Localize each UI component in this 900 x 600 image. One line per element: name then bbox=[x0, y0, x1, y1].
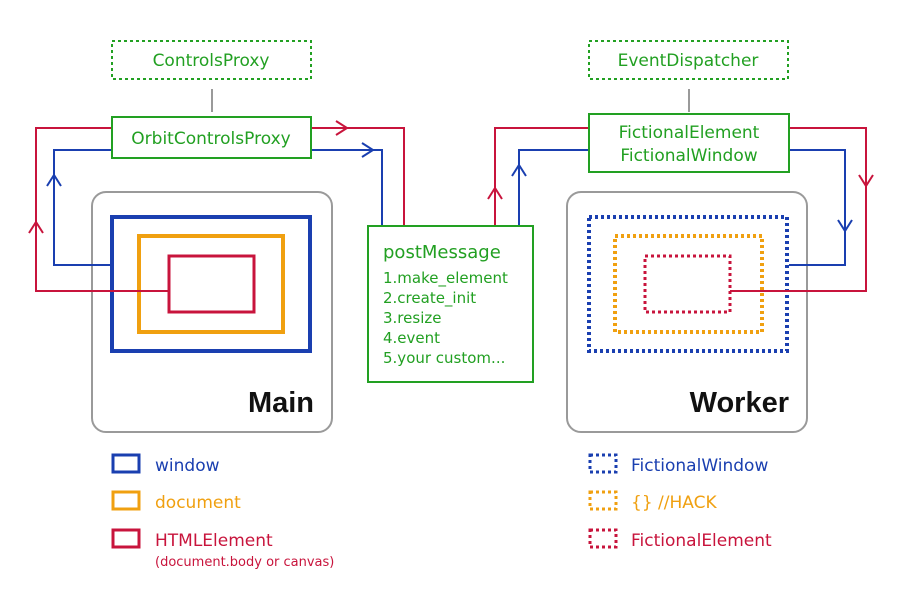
right-red-arrow-down bbox=[858, 174, 874, 188]
legend-window-label: window bbox=[155, 456, 220, 476]
controls-proxy-label: ControlsProxy bbox=[153, 51, 270, 71]
main-panel bbox=[91, 191, 333, 433]
right-red-wire-in bbox=[494, 127, 589, 226]
legend-window-swatch bbox=[111, 453, 141, 474]
event-dispatcher-label: EventDispatcher bbox=[618, 51, 759, 71]
left-blue-arrow-up bbox=[46, 173, 62, 187]
legend-hack-swatch bbox=[588, 490, 618, 511]
orbit-controls-proxy-label: OrbitControlsProxy bbox=[131, 129, 290, 149]
right-blue-wire-in bbox=[518, 149, 589, 226]
left-blue-wire bbox=[53, 149, 112, 266]
left-blue-arrow-right bbox=[361, 142, 375, 158]
right-red-wire bbox=[730, 127, 867, 292]
left-red-arrow-up bbox=[28, 220, 44, 234]
worker-window-box bbox=[587, 215, 789, 353]
event-dispatcher-box bbox=[588, 40, 789, 80]
right-red-arrow-up bbox=[487, 186, 503, 200]
post-message-item: 5.your custom... bbox=[383, 349, 505, 367]
legend-html-element-swatch bbox=[111, 528, 141, 549]
post-message-item: 3.resize bbox=[383, 309, 441, 327]
worker-document-box bbox=[613, 234, 764, 334]
legend-fictional-element-swatch bbox=[588, 528, 618, 549]
fictional-element-class-label: FictionalElement bbox=[619, 123, 760, 143]
legend-fictional-window-swatch bbox=[588, 453, 618, 474]
post-message-item: 4.event bbox=[383, 329, 440, 347]
left-red-arrow-right bbox=[335, 120, 349, 136]
legend-fictional-window-label: FictionalWindow bbox=[631, 456, 768, 476]
post-message-item: 2.create_init bbox=[383, 289, 476, 308]
legend-document-swatch bbox=[111, 490, 141, 511]
right-blue-arrow-up bbox=[511, 163, 527, 177]
main-document-box bbox=[137, 234, 285, 334]
legend-hack-label: {} //HACK bbox=[631, 493, 717, 513]
right-blue-arrow-down bbox=[837, 219, 853, 233]
right-blue-wire bbox=[789, 149, 846, 266]
main-panel-title: Main bbox=[248, 387, 314, 419]
worker-element-box bbox=[643, 254, 732, 314]
main-window-box bbox=[110, 215, 312, 353]
legend-document-label: document bbox=[155, 493, 241, 513]
legend-html-element-label: HTMLElement bbox=[155, 531, 273, 551]
worker-panel-title: Worker bbox=[690, 387, 789, 419]
left-blue-wire-out bbox=[310, 149, 383, 226]
orbit-controls-proxy-box bbox=[111, 116, 312, 159]
legend-html-element-note: (document.body or canvas) bbox=[155, 555, 334, 570]
post-message-box bbox=[367, 225, 534, 383]
fictional-classes-box bbox=[588, 113, 790, 173]
controls-proxy-box bbox=[111, 40, 312, 80]
main-element-box bbox=[167, 254, 256, 314]
left-red-wire bbox=[35, 127, 169, 292]
worker-panel bbox=[566, 191, 808, 433]
post-message-title: postMessage bbox=[383, 242, 501, 263]
post-message-item: 1.make_element bbox=[383, 269, 508, 288]
fictional-window-class-label: FictionalWindow bbox=[620, 146, 757, 166]
left-red-wire-out bbox=[310, 127, 405, 226]
legend-fictional-element-label: FictionalElement bbox=[631, 531, 772, 551]
